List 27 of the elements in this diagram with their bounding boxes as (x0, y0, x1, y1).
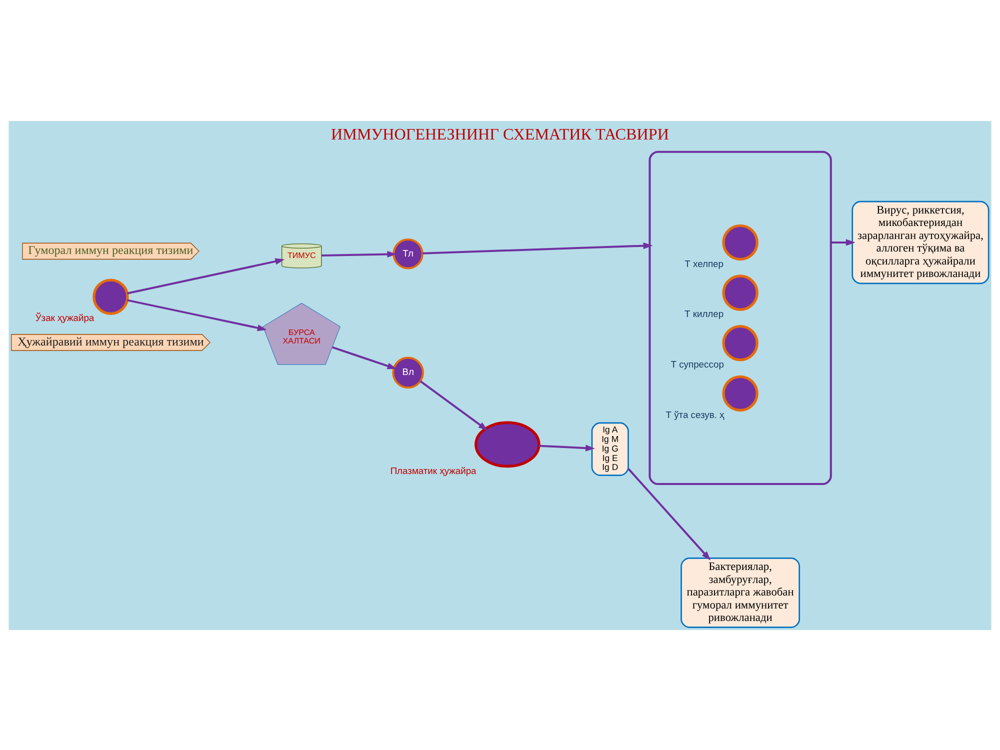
arrow (332, 346, 397, 369)
node-label: Т ўта сезув. ҳ (666, 408, 724, 420)
node-circle: Тл (392, 238, 424, 269)
cluster (648, 150, 832, 485)
node-label: Плазматик ҳужайра (390, 464, 476, 476)
node-circle (722, 324, 758, 361)
arrow (322, 250, 397, 258)
arrow (830, 238, 856, 246)
node-label: Ўзак ҳужайра (35, 312, 94, 323)
node-box: Бактериялар, замбуруғлар, паразитларга жавобан гуморал иммунитет ривожланади (680, 557, 800, 628)
node-circle (92, 278, 129, 314)
arrow (127, 298, 267, 331)
node-box: Вирус, риккетсия, микобактериядан зарарланган аутоҳужайра, аллоген тўқима ва оқсилларга ҳужайрали иммунитет ривожланади (852, 200, 990, 284)
node-circle: Вл (392, 356, 424, 388)
node-label: Т супрессор (670, 358, 724, 369)
node-box: Ig A Ig M Ig G Ig E Ig D (591, 422, 629, 476)
arrow (127, 258, 285, 294)
arrow (420, 380, 488, 430)
node-circle (722, 224, 758, 260)
node-label: Т киллер (684, 308, 724, 319)
node-label: Т хелпер (684, 257, 724, 268)
diagram-title: ИММУНОГЕНЕЗНИНГ СХЕМАТИК ТАСВИРИ (331, 126, 669, 143)
arrow (628, 468, 711, 560)
arrow (422, 242, 653, 254)
arrow (539, 444, 595, 451)
node-circle (722, 274, 758, 310)
node-circle (722, 374, 758, 412)
